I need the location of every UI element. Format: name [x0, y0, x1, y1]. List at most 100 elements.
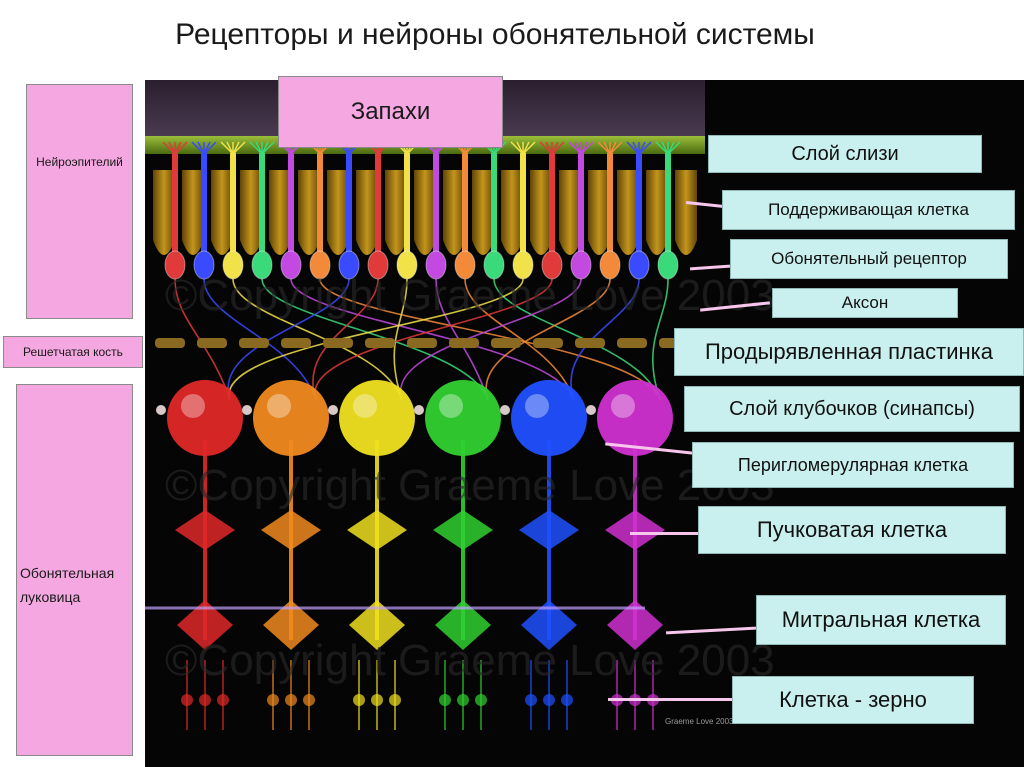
glomeruli: [156, 380, 673, 456]
supporting-cell-text: Поддерживающая клетка: [768, 200, 969, 219]
receptor-axon: [312, 278, 379, 401]
receptor-cilium: [261, 141, 275, 155]
receptor-cilium: [493, 141, 507, 155]
receptor-axon: [228, 278, 524, 401]
plate-segment: [323, 338, 353, 348]
supporting-cell: [588, 170, 610, 255]
granule-cell-body: [303, 694, 315, 706]
supporting-cell: [211, 170, 233, 255]
receptor-cilium: [603, 141, 611, 155]
mitral-cell-body: [263, 600, 319, 650]
tufted-cell-body: [261, 510, 321, 550]
receptor-cilium: [226, 141, 234, 155]
plate-segment: [239, 338, 269, 348]
cribriform-plate-label: Продырявленная пластинка: [674, 328, 1024, 376]
receptor-cilium: [609, 141, 623, 155]
receptor-cell-body: [483, 250, 505, 280]
receptor-cell-body: [541, 250, 563, 280]
receptor-cilium: [568, 141, 582, 155]
tufted-pointer: [630, 532, 698, 535]
granule-cell-body: [457, 694, 469, 706]
glomerulus-highlight: [353, 394, 377, 418]
glomerulus-highlight: [439, 394, 463, 418]
mucus-layer-label: Слой слизи: [708, 135, 982, 173]
supporting-cell: [269, 170, 291, 255]
olfactory-bulb-text: Обонятельная луковица: [20, 565, 115, 605]
glomerulus: [253, 380, 329, 456]
plate-segment: [575, 338, 605, 348]
axon-label: Аксон: [772, 288, 958, 318]
supporting-cell: [530, 170, 552, 255]
receptor-axon: [399, 278, 582, 401]
granule-cell-body: [353, 694, 365, 706]
receptor-cilium: [632, 141, 640, 155]
receptor-axon: [232, 278, 403, 401]
ethmoid-bone-text: Решетчатая кость: [23, 345, 123, 359]
receptor-cell-body: [454, 250, 476, 280]
glomerulus: [511, 380, 587, 456]
supporting-cell: [240, 170, 262, 255]
neuroepithelium-label: Нейроэпителий: [26, 84, 133, 319]
receptor-cell-body: [193, 250, 215, 280]
mitral-cell-body: [177, 600, 233, 650]
glomerulus-highlight: [611, 394, 635, 418]
receptor-cilium: [539, 141, 553, 155]
receptor-axons: [174, 278, 669, 401]
plate-segment: [281, 338, 311, 348]
receptor-cilium: [232, 141, 246, 155]
receptor-cilium: [162, 141, 176, 155]
mucus-layer-text: Слой слизи: [791, 142, 899, 165]
granule-cell-body: [561, 694, 573, 706]
tufted-cell-body: [175, 510, 235, 550]
ethmoid-bone-label: Решетчатая кость: [3, 336, 143, 368]
receptor-cell-body: [164, 250, 186, 280]
receptor-axon: [485, 278, 611, 401]
receptor-cilium: [574, 141, 582, 155]
mitral-cell-body: [521, 600, 577, 650]
receptor-cilium: [522, 141, 536, 155]
supporting-cells: [153, 170, 697, 255]
periglomerular-cell: [586, 405, 596, 415]
receptor-cell-body: [338, 250, 360, 280]
periglomerular-cell: [242, 405, 252, 415]
receptor-axon: [652, 278, 669, 401]
receptor-cilium: [220, 141, 234, 155]
watermark-text-2: ©Copyright Graeme Love 2003: [165, 461, 775, 510]
granule-cell-body: [217, 694, 229, 706]
supporting-cell: [327, 170, 349, 255]
receptor-cilium: [168, 141, 176, 155]
olfactory-receptor-label: Обонятельный рецептор: [730, 239, 1008, 279]
glomerulus-highlight: [181, 394, 205, 418]
receptor-cell-body: [657, 250, 679, 280]
supporting-cell-label: Поддерживающая клетка: [722, 190, 1015, 230]
receptor-axon: [493, 278, 661, 401]
bulb-neurons: [145, 440, 665, 730]
receptor-cilium: [203, 141, 217, 155]
watermark-text-3: ©Copyright Graeme Love 2003: [165, 636, 775, 685]
periglomerular-cell-text: Перигломерулярная клетка: [737, 454, 969, 475]
mitral-cell-body: [349, 600, 405, 650]
mitral-cell-text: Митральная клетка: [781, 607, 981, 632]
tufted-cell-body: [433, 510, 493, 550]
granule-cell-body: [181, 694, 193, 706]
supporting-cell: [443, 170, 465, 255]
olfactory-receptors: [162, 141, 681, 280]
granule-cell-label: Клетка - зерно: [732, 676, 974, 724]
supporting-cell: [385, 170, 407, 255]
supporting-cell: [472, 170, 494, 255]
receptor-cell-body: [280, 250, 302, 280]
glomerulus: [167, 380, 243, 456]
receptor-cilium: [580, 141, 594, 155]
periglomerular-cell: [414, 405, 424, 415]
credit-text: Graeme Love 2003: [665, 717, 734, 726]
receptor-cilium: [174, 141, 188, 155]
glomerulus-highlight: [267, 394, 291, 418]
receptor-cilium: [638, 141, 652, 155]
receptor-cell-body: [512, 250, 534, 280]
olfactory-bulb-label: Обонятельная луковица: [16, 384, 133, 756]
receptor-cilium: [597, 141, 611, 155]
plate-segment: [617, 338, 647, 348]
receptor-axon: [570, 278, 640, 401]
periglomerular-cell: [500, 405, 510, 415]
plate-segment: [365, 338, 395, 348]
